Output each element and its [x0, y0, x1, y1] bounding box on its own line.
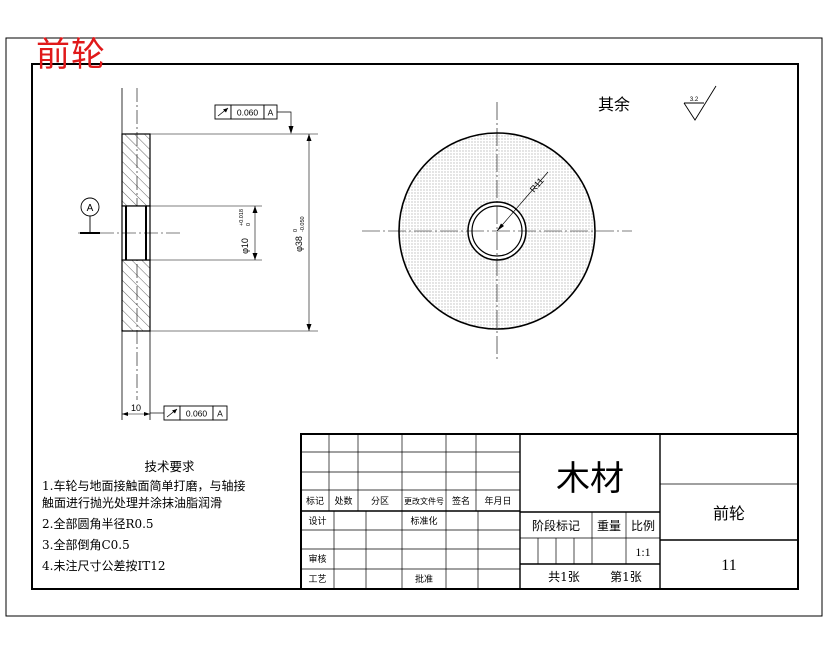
tolerance-frame-bottom: 0.060 A	[150, 405, 228, 421]
section-lower	[121, 259, 151, 332]
svg-text:签名: 签名	[452, 495, 470, 507]
section-upper	[121, 133, 151, 207]
title-block-text: 标记 处数 分区 更改文件号 签名 年月日 设计 标准化 审核 工艺 批准 木材…	[306, 459, 745, 585]
outer-border	[5, 37, 823, 617]
roughness-symbol: 3.2	[683, 85, 717, 121]
svg-text:0: 0	[246, 223, 252, 226]
svg-text:更改文件号: 更改文件号	[404, 496, 444, 506]
total-sheets: 共1张	[548, 570, 580, 584]
outer-dimension: φ38 0 -0.050	[293, 216, 306, 252]
weight-label: 重量	[597, 519, 621, 533]
svg-text:φ10: φ10	[240, 238, 250, 254]
scale-value: 1:1	[635, 545, 650, 559]
svg-text:设计: 设计	[308, 515, 326, 527]
radius-leader	[496, 171, 549, 232]
bore-dimension: φ10 +0.018 0	[239, 209, 252, 254]
tech-item: 1.车轮与地面接触面简单打磨，与轴接	[42, 479, 246, 493]
tech-item: 2.全部圆角半径R0.5	[42, 517, 154, 531]
corner-title: 前轮	[36, 35, 106, 75]
title-block	[300, 433, 799, 590]
datum-label: A	[87, 203, 94, 214]
section-view: A φ10 +0.018 0 φ38 0 -0.050	[78, 88, 318, 421]
svg-text:0: 0	[293, 229, 299, 232]
svg-text:3.2: 3.2	[690, 97, 699, 103]
svg-text:A: A	[268, 108, 274, 118]
svg-text:批准: 批准	[415, 573, 433, 585]
svg-text:A: A	[217, 409, 223, 419]
svg-text:0.060: 0.060	[186, 409, 208, 419]
tech-item: 3.全部倒角C0.5	[42, 538, 130, 552]
svg-text:审核: 审核	[308, 553, 326, 565]
svg-text:处数: 处数	[334, 495, 352, 507]
technical-requirements: 技术要求 1.车轮与地面接触面简单打磨，与轴接 触面进行抛光处理并涂抹油脂润滑 …	[42, 456, 297, 577]
svg-text:+0.018: +0.018	[239, 209, 245, 226]
tolerance-frame-top: 0.060 A	[214, 104, 294, 134]
thickness-dimension: 10	[131, 403, 141, 413]
svg-text:年月日: 年月日	[484, 495, 511, 507]
tech-item: 4.未注尺寸公差按IT12	[42, 559, 166, 573]
drawing-number: 11	[721, 557, 736, 574]
tech-item: 触面进行抛光处理并涂抹油脂润滑	[42, 496, 223, 510]
surface-note: 其余	[598, 95, 630, 114]
svg-text:标准化: 标准化	[410, 515, 437, 527]
material: 木材	[556, 459, 624, 499]
svg-text:工艺: 工艺	[308, 574, 326, 585]
svg-text:φ38: φ38	[294, 236, 304, 252]
scale-label: 比例	[631, 519, 655, 533]
part-name: 前轮	[713, 504, 745, 523]
svg-text:分区: 分区	[371, 496, 389, 507]
svg-text:标记: 标记	[306, 495, 324, 507]
stage-label: 阶段标记	[532, 518, 580, 533]
front-view: R11	[362, 102, 632, 360]
tech-heading: 技术要求	[144, 459, 195, 474]
svg-text:-0.050: -0.050	[300, 216, 306, 232]
sheet-number: 第1张	[610, 570, 642, 584]
svg-text:0.060: 0.060	[237, 108, 259, 118]
